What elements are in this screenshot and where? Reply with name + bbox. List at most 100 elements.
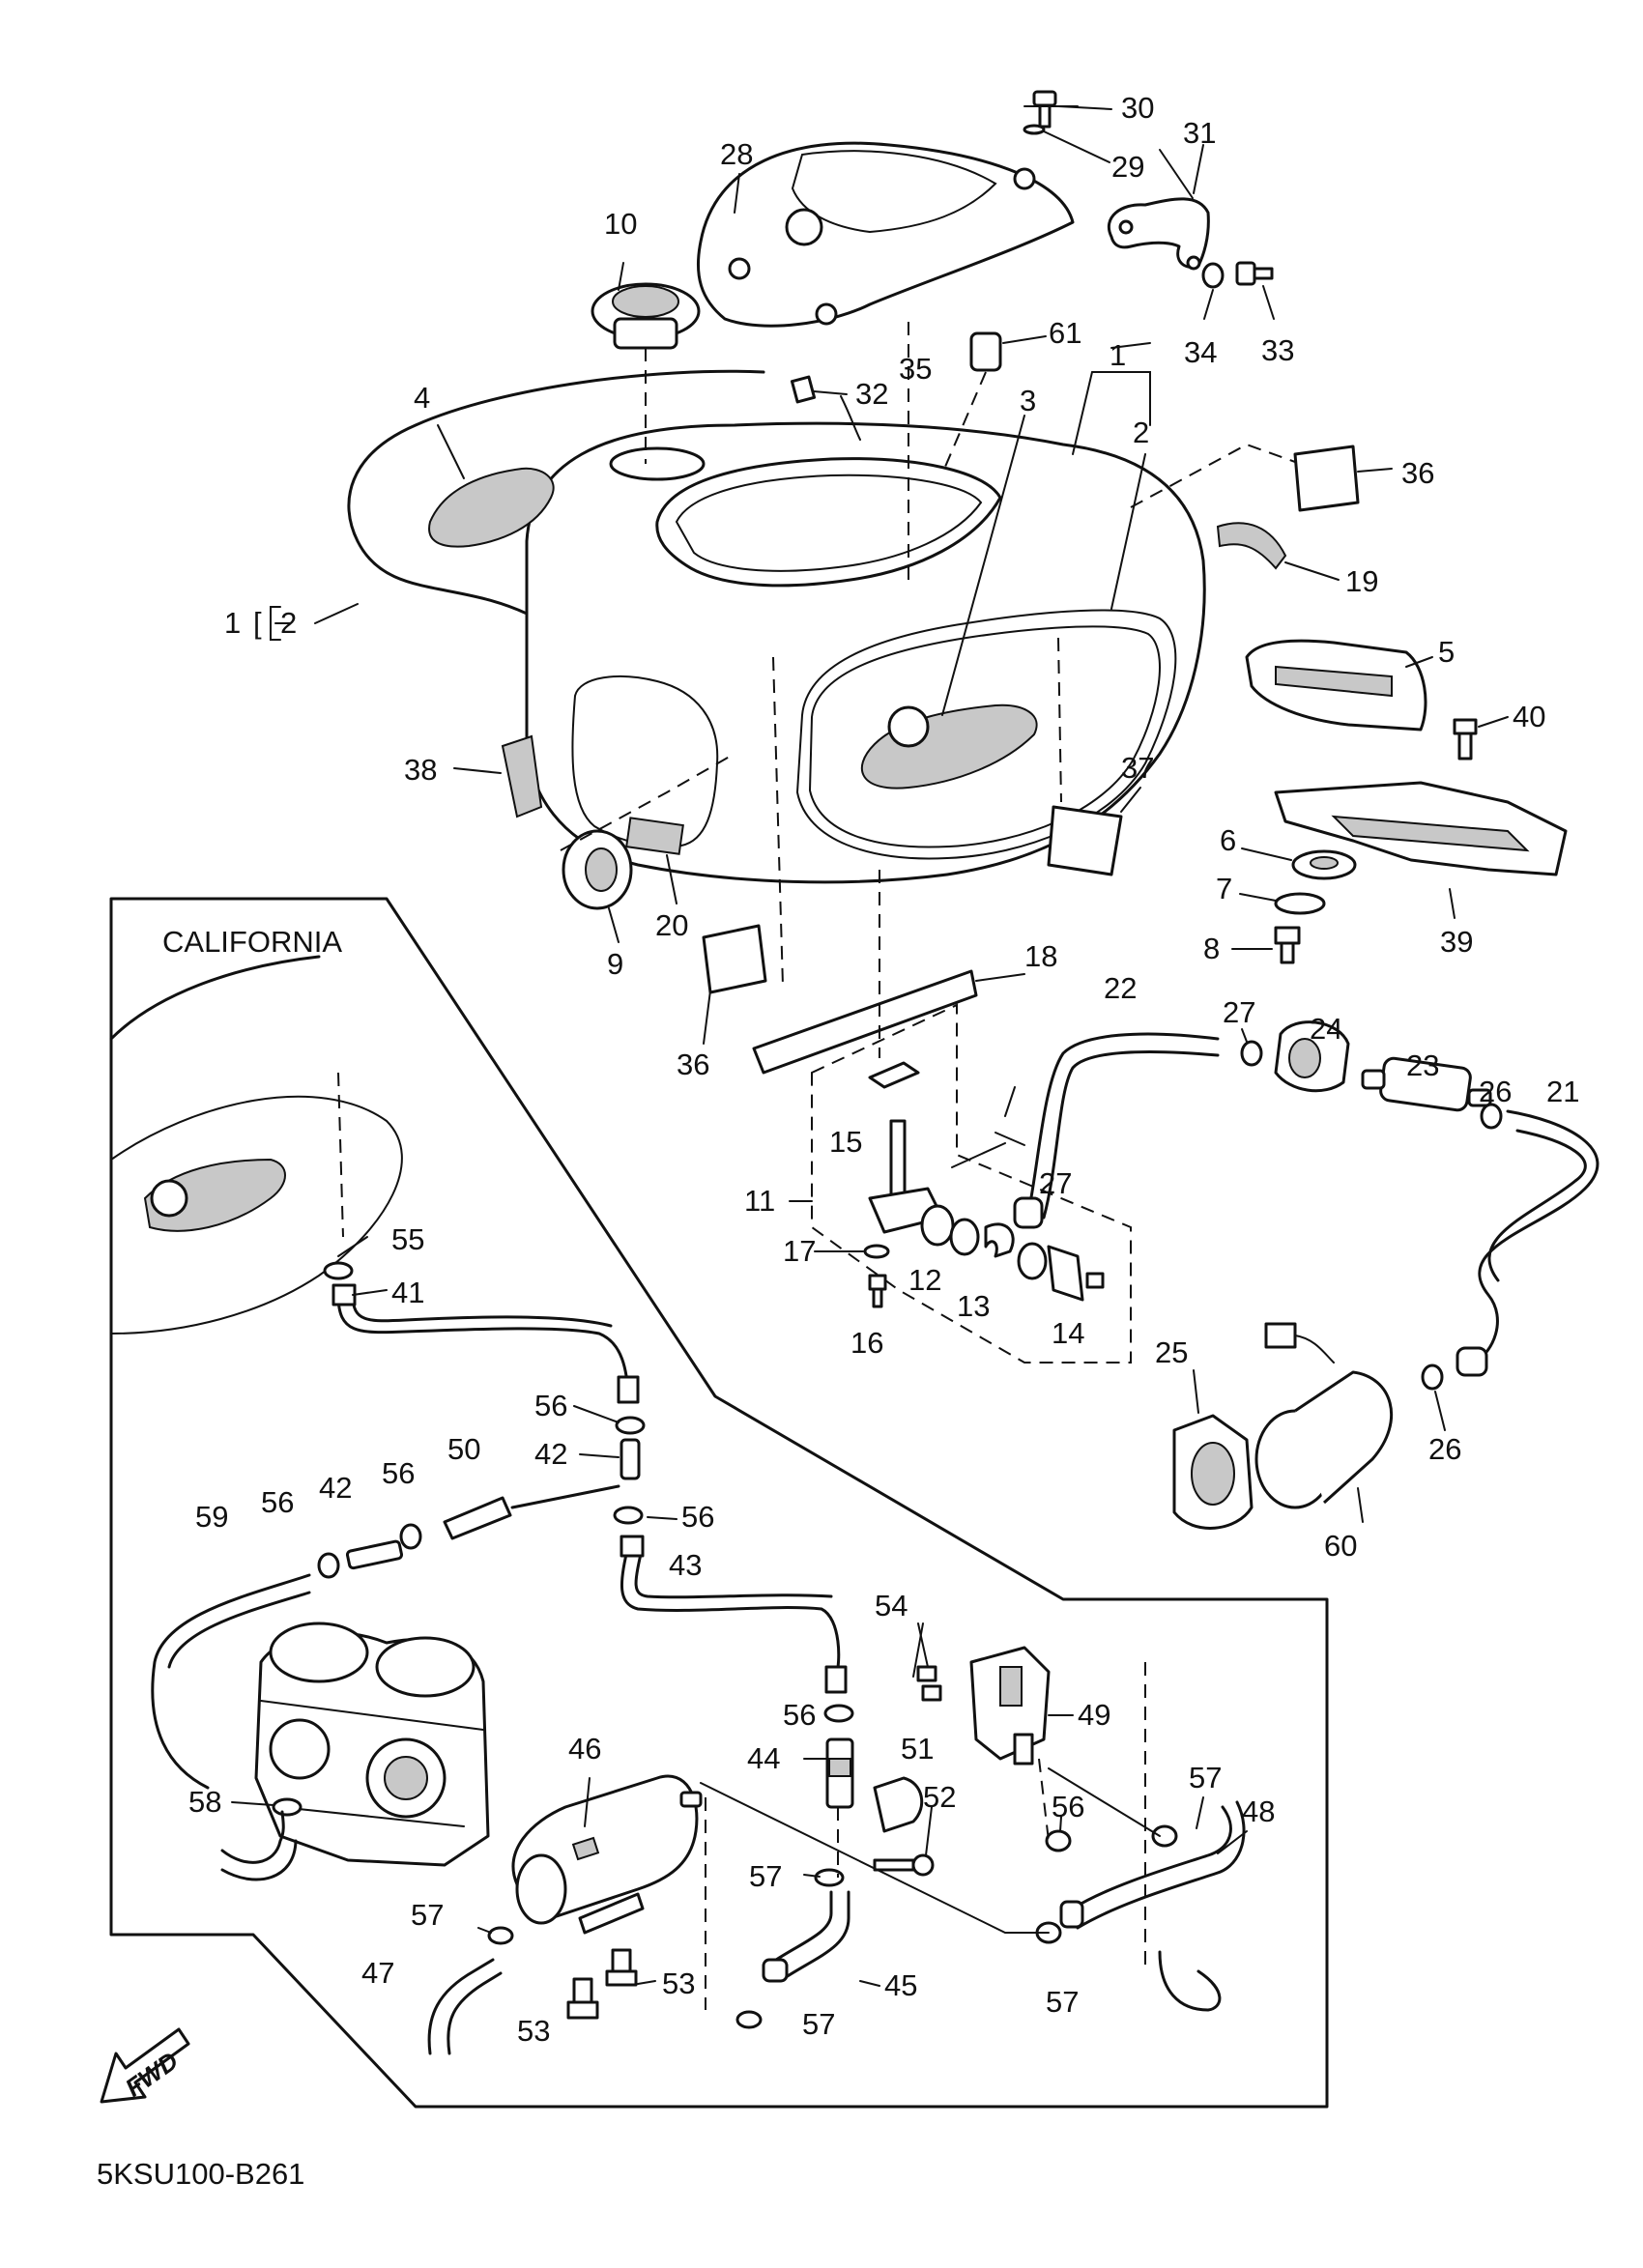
bracket-ref-lead: 1	[224, 606, 241, 640]
fuel-hose-part-22	[1013, 1032, 1220, 1229]
callout-46: 46	[568, 1732, 601, 1766]
callout-39: 39	[1440, 925, 1473, 959]
clamp-part-56-f	[1045, 1829, 1072, 1852]
callout-8: 8	[1203, 932, 1220, 965]
callout-1: 1	[1110, 338, 1126, 372]
screw-part-30	[1032, 90, 1112, 129]
callout-2: 2	[1133, 416, 1149, 449]
callout-43: 43	[669, 1548, 702, 1582]
solenoid-part-49	[969, 1646, 1051, 1766]
callout-6: 6	[1220, 823, 1236, 857]
callout-45: 45	[884, 1968, 917, 2002]
callout-47: 47	[361, 1956, 394, 1990]
callout-58: 58	[188, 1785, 221, 1819]
callout-56-b: 56	[681, 1500, 714, 1534]
callout-57-a: 57	[1189, 1761, 1222, 1794]
washer-part-34	[1201, 262, 1225, 320]
callout-4: 4	[414, 381, 430, 415]
callout-30: 30	[1121, 91, 1154, 125]
strip-part-18	[752, 969, 1025, 1075]
callout-9: 9	[607, 947, 623, 981]
fuel-cap-part-10	[591, 262, 701, 350]
fuel-tank-part-1-2	[525, 421, 1206, 884]
hose-part-47	[427, 1958, 503, 2055]
callout-26-top: 26	[1479, 1075, 1512, 1108]
callout-5: 5	[1438, 635, 1455, 669]
callout-16: 16	[850, 1326, 883, 1360]
canister-part-46	[511, 1774, 703, 1935]
callout-41: 41	[391, 1276, 424, 1309]
callout-50: 50	[447, 1432, 480, 1466]
washer-part-7	[1239, 892, 1326, 915]
callout-35: 35	[899, 352, 932, 386]
clamp-part-56-e	[823, 1704, 854, 1723]
clamp-part-57-a	[487, 1926, 514, 1945]
clamp-part-55	[323, 1261, 354, 1280]
callout-20: 20	[655, 908, 688, 942]
callout-44: 44	[747, 1741, 780, 1775]
callout-55: 55	[391, 1222, 424, 1256]
callout-25: 25	[1155, 1335, 1188, 1369]
decal-part-36-top	[1130, 443, 1393, 512]
callout-19: 19	[1345, 564, 1378, 598]
clamp-part-56-c	[399, 1523, 422, 1550]
callout-40: 40	[1513, 700, 1545, 733]
clamp-part-56-a	[615, 1416, 646, 1435]
callout-17: 17	[783, 1234, 816, 1268]
grommet-part-6	[1241, 847, 1357, 880]
callout-37: 37	[1121, 751, 1154, 785]
callout-51: 51	[901, 1732, 934, 1766]
callout-48: 48	[1242, 1794, 1275, 1828]
hose-part-50	[443, 1484, 620, 1540]
evap-dashed-leaders	[700, 1662, 1161, 2010]
callout-56-d: 56	[261, 1485, 294, 1519]
callout-7: 7	[1216, 872, 1232, 905]
hose-part-43	[620, 1535, 848, 1694]
clamp-part-57-e	[735, 2010, 763, 2029]
bolt-part-52	[873, 1853, 935, 1877]
damper-part-19	[1216, 522, 1340, 581]
joint-part-42-a	[620, 1438, 641, 1480]
callout-59: 59	[195, 1500, 228, 1534]
callout-36-top: 36	[1401, 456, 1434, 490]
callout-21: 21	[1546, 1075, 1579, 1108]
callout-53-b: 53	[517, 2014, 550, 2048]
callout-34: 34	[1184, 335, 1217, 369]
clamp-part-26-bottom	[1421, 1364, 1446, 1431]
tank-cover-part-28	[697, 141, 1075, 328]
callout-3: 3	[1020, 384, 1036, 417]
nut-part-32	[790, 375, 848, 404]
callout-57-b: 57	[749, 1859, 782, 1893]
callout-33: 33	[1261, 333, 1294, 367]
california-inset-tank	[109, 955, 403, 1335]
clamp-part-57-b	[814, 1868, 845, 1887]
clamp-part-56-d	[317, 1552, 340, 1579]
callout-numbers: 30 29 31 28 10 61 34 33 1 35 32 3 2 4 36…	[188, 91, 1579, 2048]
callout-57-d: 57	[1046, 1985, 1079, 2019]
bracket-ref-tail: 2	[280, 606, 297, 640]
callout-leader-lines	[231, 105, 1248, 1987]
callout-22: 22	[1104, 971, 1137, 1005]
tank-decal-leader-loop	[347, 369, 765, 616]
carburetor-assembly	[254, 1622, 490, 1867]
callout-18: 18	[1024, 939, 1057, 973]
callout-27-top: 27	[1223, 995, 1255, 1029]
callout-27-bottom: 27	[1039, 1166, 1072, 1200]
damper-part-38	[453, 734, 543, 818]
callout-23: 23	[1406, 1048, 1439, 1082]
callout-14: 14	[1052, 1316, 1084, 1350]
hose-part-41	[331, 1283, 640, 1404]
holder-part-51	[873, 1776, 924, 1833]
callout-24: 24	[1310, 1012, 1342, 1046]
hose-part-59	[151, 1573, 311, 1790]
callout-56-c: 56	[382, 1456, 415, 1490]
clamp-part-27-top	[1240, 1028, 1263, 1067]
callout-15: 15	[829, 1125, 862, 1159]
callout-13: 13	[957, 1289, 990, 1323]
bolt-part-53-b	[566, 1977, 599, 2020]
callout-28: 28	[720, 137, 753, 171]
bolt-part-40	[1453, 716, 1509, 761]
hose-58-elbow	[220, 1810, 298, 1881]
callout-56-e: 56	[783, 1698, 816, 1732]
